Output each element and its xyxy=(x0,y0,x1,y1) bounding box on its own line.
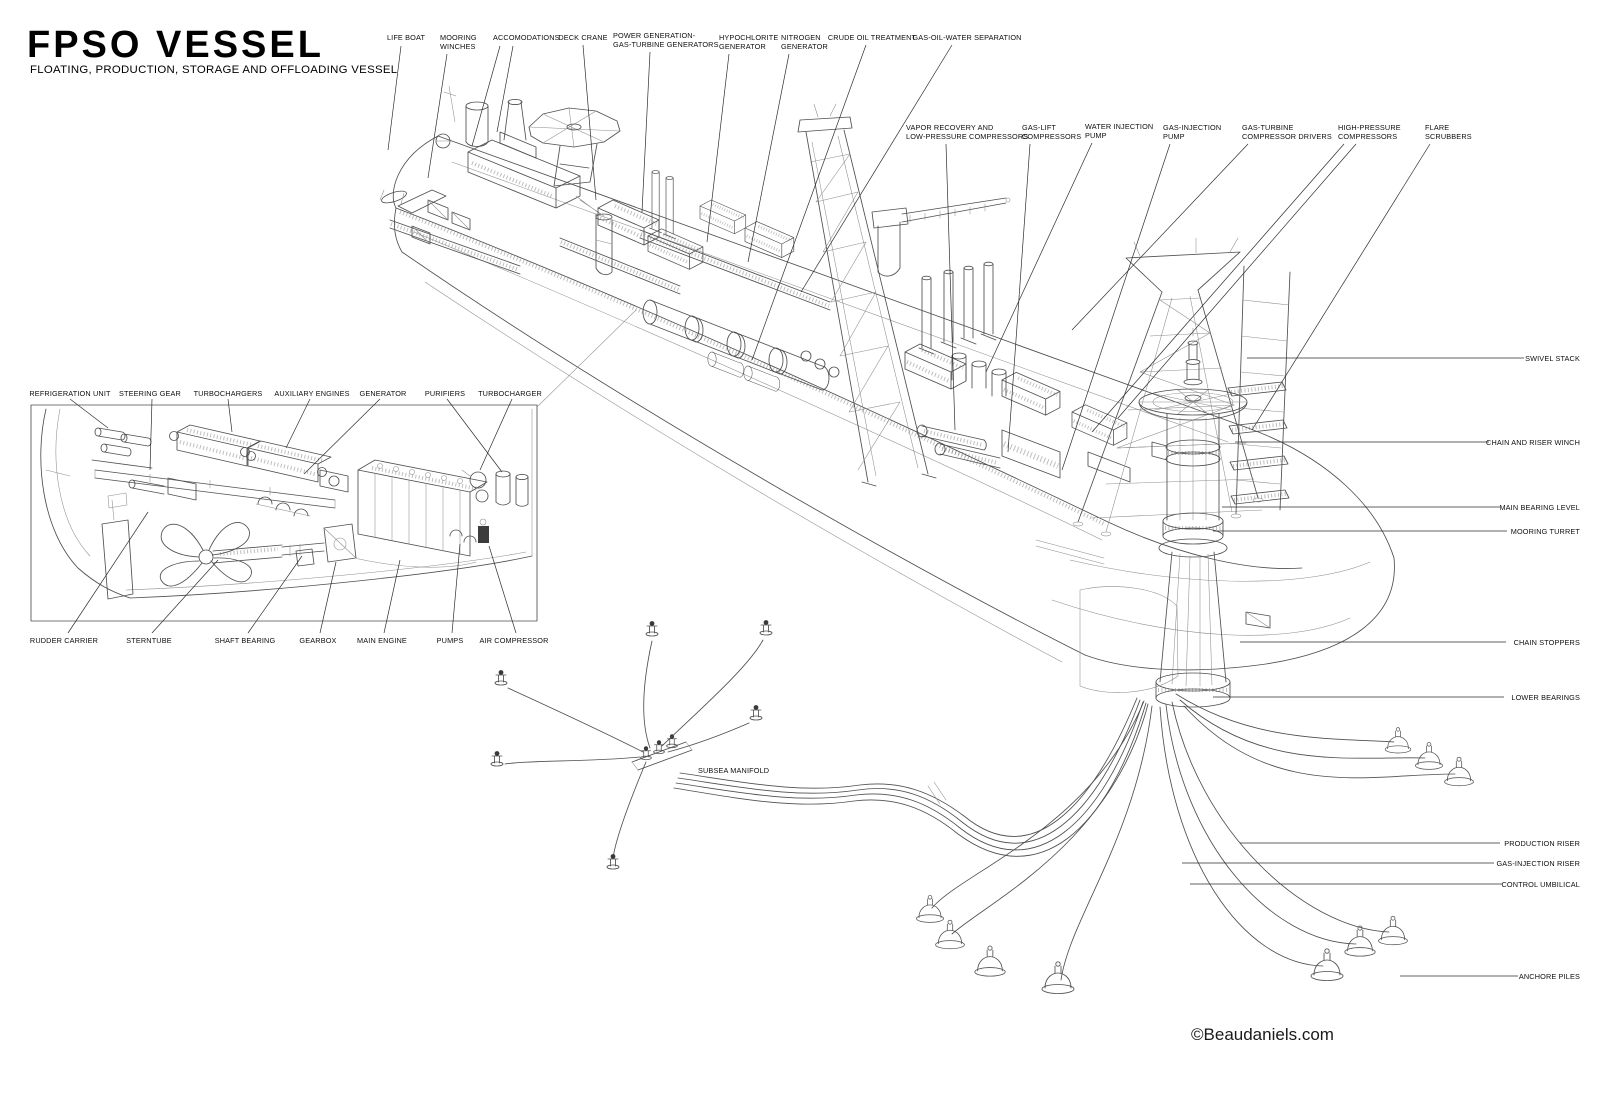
hull-artwork xyxy=(392,135,1395,693)
label-turbocharger: TURBOCHARGER xyxy=(478,389,542,398)
label-auxiliary-engines: AUXILIARY ENGINES xyxy=(274,389,349,398)
label-gearbox: GEARBOX xyxy=(299,636,336,645)
label-refrigeration-unit: REFRIGERATION UNIT xyxy=(29,389,111,398)
process-modules-artwork xyxy=(903,261,1131,483)
label-main-engine: MAIN ENGINE xyxy=(357,636,407,645)
label-air-compressor: AIR COMPRESSOR xyxy=(480,636,549,645)
inset-labels: REFRIGERATION UNIT STEERING GEAR TURBOCH… xyxy=(29,389,548,645)
label-anchor-piles: ANCHORE PILES xyxy=(1519,972,1580,981)
label-rudder-carrier: RUDDER CARRIER xyxy=(30,636,98,645)
label-pumps: PUMPS xyxy=(437,636,464,645)
label-turbochargers: TURBOCHARGERS xyxy=(194,389,263,398)
leader-lines xyxy=(67,44,1524,977)
stern-superstructure-artwork xyxy=(379,85,621,276)
label-subsea-manifold: SUBSEA MANIFOLD xyxy=(698,766,769,775)
label-chain-stoppers: CHAIN STOPPERS xyxy=(1514,638,1580,647)
risers-artwork xyxy=(673,693,1474,994)
inset-engine-room-artwork xyxy=(30,309,637,622)
label-lower-bearings: LOWER BEARINGS xyxy=(1511,693,1580,702)
label-production-riser: PRODUCTION RISER xyxy=(1504,839,1580,848)
label-sterntube: STERNTUBE xyxy=(126,636,172,645)
label-accomodations: ACCOMODATIONS xyxy=(493,33,560,42)
label-purifiers: PURIFIERS xyxy=(425,389,465,398)
label-shaft-bearing: SHAFT BEARING xyxy=(215,636,276,645)
derrick-crane-artwork xyxy=(797,103,1011,487)
turret-labels: SWIVEL STACK CHAIN AND RISER WINCH MAIN … xyxy=(1486,354,1580,981)
label-swivel-stack: SWIVEL STACK xyxy=(1525,354,1580,363)
label-chain-and-riser-winch: CHAIN AND RISER WINCH xyxy=(1486,438,1580,447)
page-subtitle: FLOATING, PRODUCTION, STORAGE AND OFFLOA… xyxy=(30,64,397,76)
label-gas-oil-water-separation: GAS-OIL-WATER SEPARATION xyxy=(912,33,1021,42)
label-main-bearing-level: MAIN BEARING LEVEL xyxy=(1499,503,1580,512)
copyright-credit: ©Beaudaniels.com xyxy=(1191,1025,1334,1044)
label-gas-injection-riser: GAS-INJECTION RISER xyxy=(1496,859,1580,868)
label-power-generation: POWER GENERATION-GAS-TURBINE GENERATORS xyxy=(613,31,719,49)
label-steering-gear: STEERING GEAR xyxy=(119,389,181,398)
page-title: FPSO VESSEL xyxy=(27,24,324,66)
label-control-umbilical: CONTROL UMBILICAL xyxy=(1501,880,1580,889)
deck-equipment-artwork xyxy=(389,133,840,392)
turret-artwork xyxy=(1035,237,1291,708)
label-deck-crane: DECK CRANE xyxy=(558,33,607,42)
label-life-boat: LIFE BOAT xyxy=(387,33,426,42)
label-crude-oil-treatment: CRUDE OIL TREATMENT xyxy=(828,33,917,42)
label-mooring-turret: MOORING TURRET xyxy=(1511,527,1581,536)
subsea-artwork xyxy=(490,619,773,870)
label-generator: GENERATOR xyxy=(360,389,407,398)
